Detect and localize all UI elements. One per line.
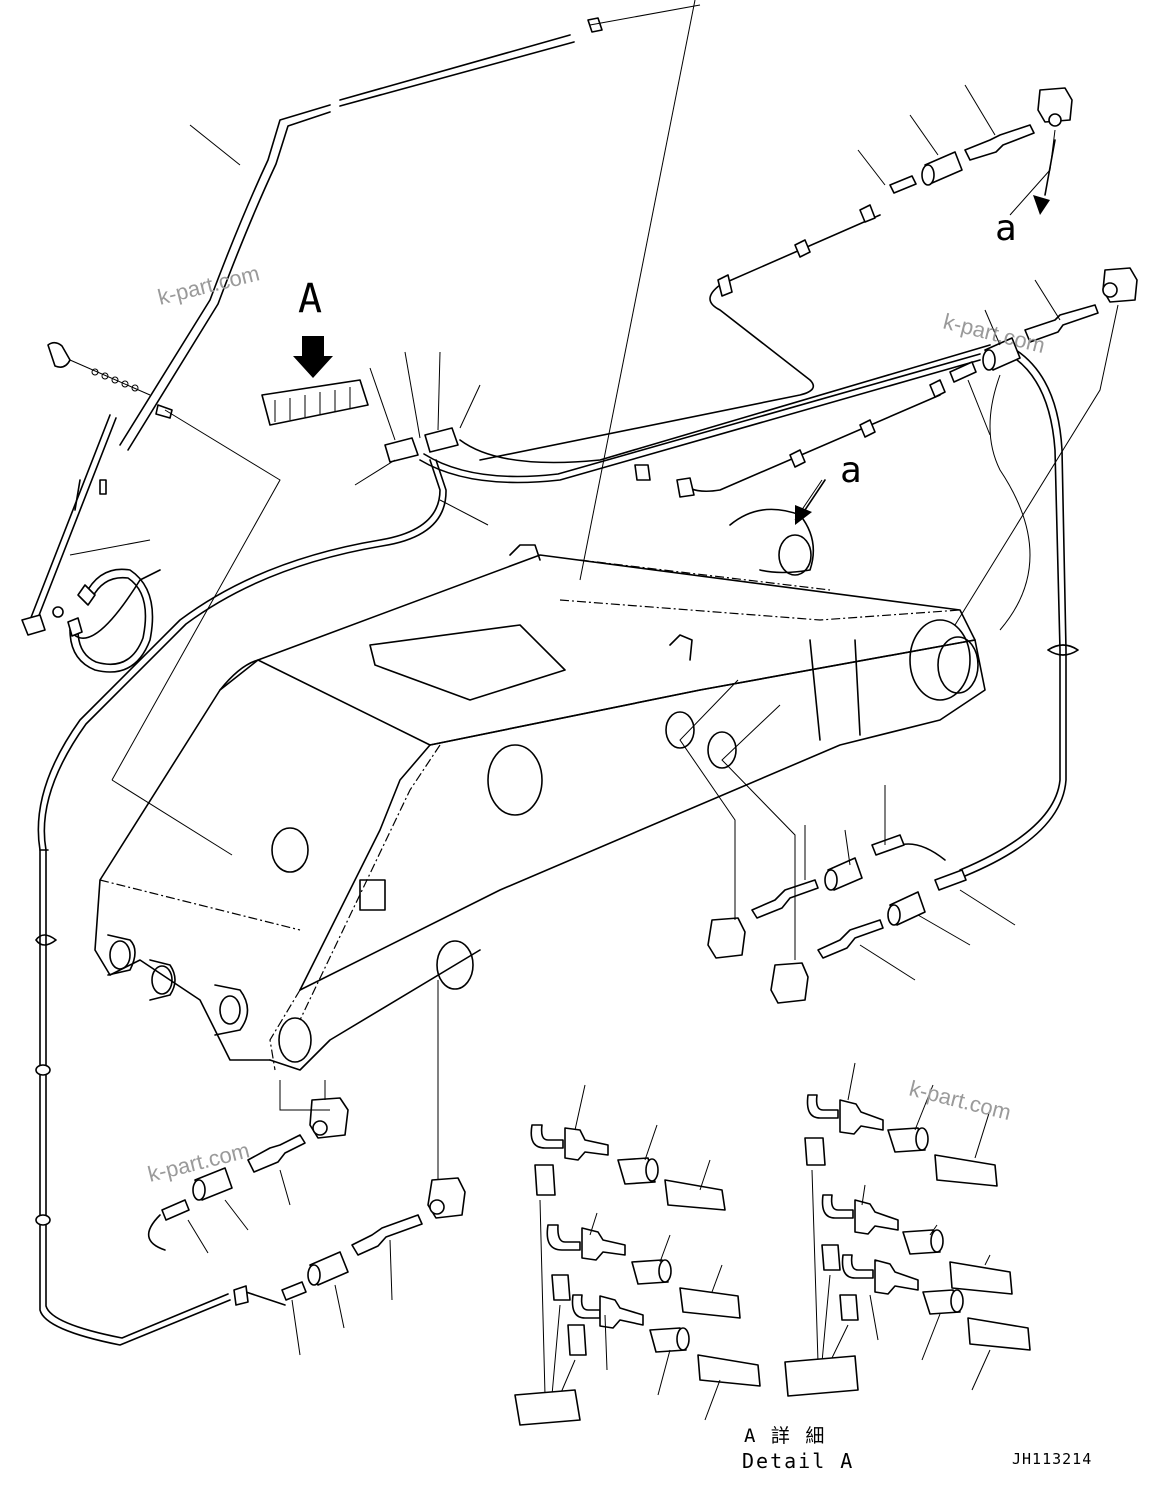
hydraulic-lines [29,34,1067,1346]
arrow-a-upper-label: a [995,208,1017,249]
hose-assembly-left [21,341,173,673]
detail-a-left [514,1124,761,1426]
detail-caption-english: Detail A [742,1449,854,1473]
fittings-upper-right [587,17,1138,498]
arrow-a-lower-head [795,505,812,525]
arrow-a-lower-shaft [804,479,826,511]
arrow-a-upper-shaft [1044,139,1056,196]
fittings-lower [35,644,1079,1306]
detail-caption-japanese: A 詳 細 [744,1425,826,1447]
watermark-4: k-part.com [907,1076,1014,1125]
drawing-number: JH113214 [1012,1450,1092,1468]
boom-body [94,508,986,1071]
detail-a-right [784,1094,1031,1397]
leader-lines [69,0,1119,1421]
arrow-a-lower-label: a [840,450,862,491]
view-a-label: A [298,276,322,322]
block-a [261,336,489,526]
arrow-a-upper-head [1033,195,1050,215]
